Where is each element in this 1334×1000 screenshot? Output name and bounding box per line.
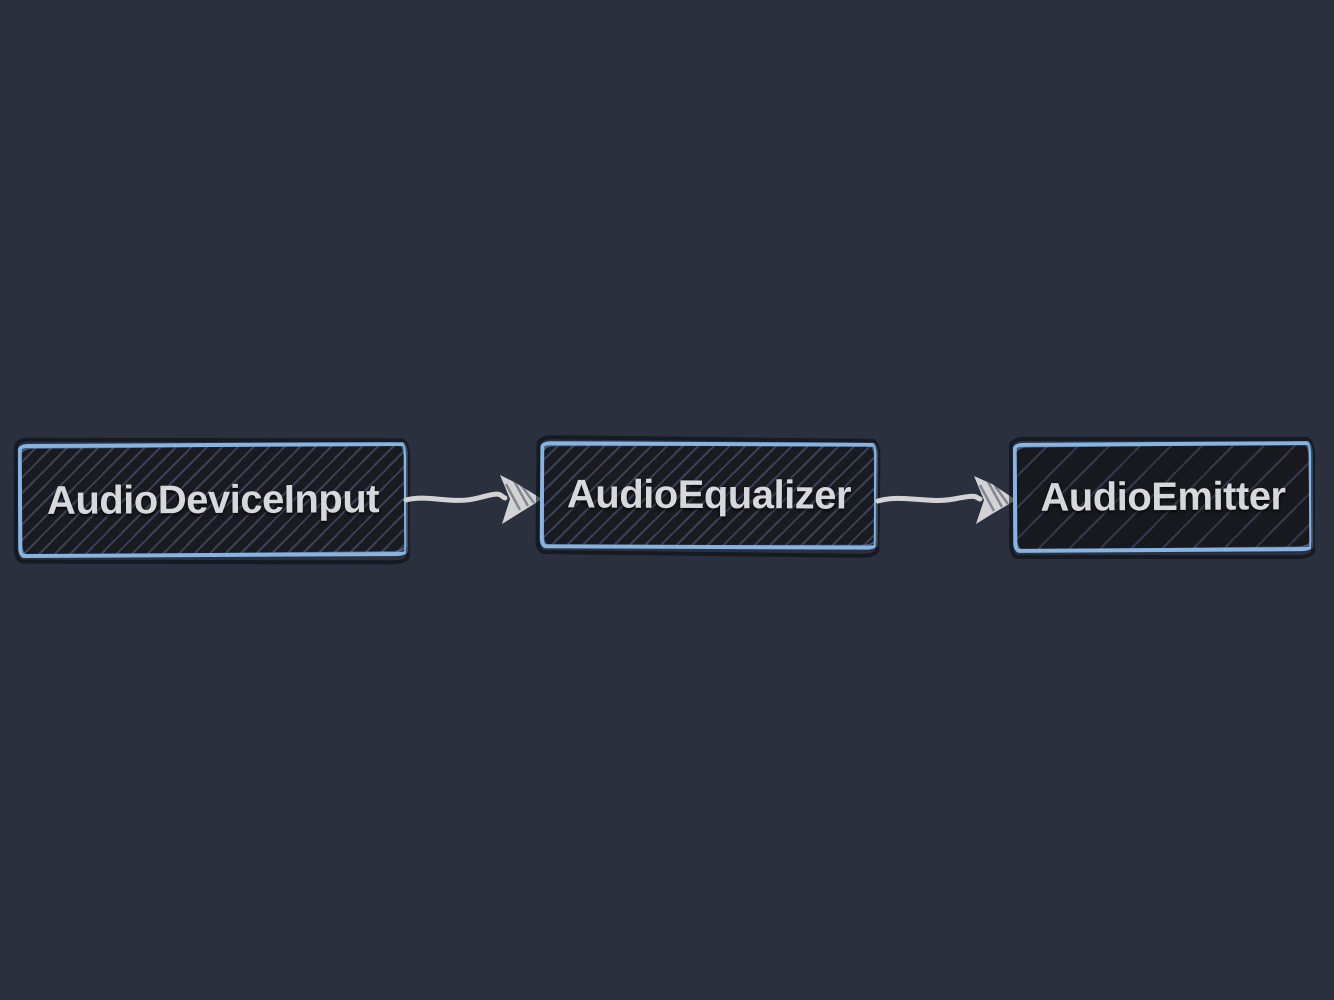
- node-audio-emitter[interactable]: AudioEmitter: [1012, 441, 1314, 553]
- node-audio-emitter-label: AudioEmitter: [1040, 473, 1286, 520]
- edge-arrow-input-to-equalizer[interactable]: [400, 468, 548, 532]
- arrowhead-scribble: [504, 478, 536, 511]
- node-audio-equalizer-label: AudioEqualizer: [566, 472, 852, 518]
- node-audio-device-input-label: AudioDeviceInput: [46, 476, 380, 523]
- node-audio-device-input[interactable]: AudioDeviceInput: [17, 441, 409, 559]
- edge-arrow-equalizer-to-emitter[interactable]: [872, 470, 1022, 530]
- edge-line: [403, 491, 508, 503]
- arrow-right-icon: [974, 476, 1016, 524]
- arrow-right-icon: [500, 475, 542, 524]
- arrowhead-scribble: [978, 479, 1010, 512]
- edge-line: [875, 493, 983, 504]
- node-audio-equalizer[interactable]: AudioEqualizer: [539, 441, 879, 550]
